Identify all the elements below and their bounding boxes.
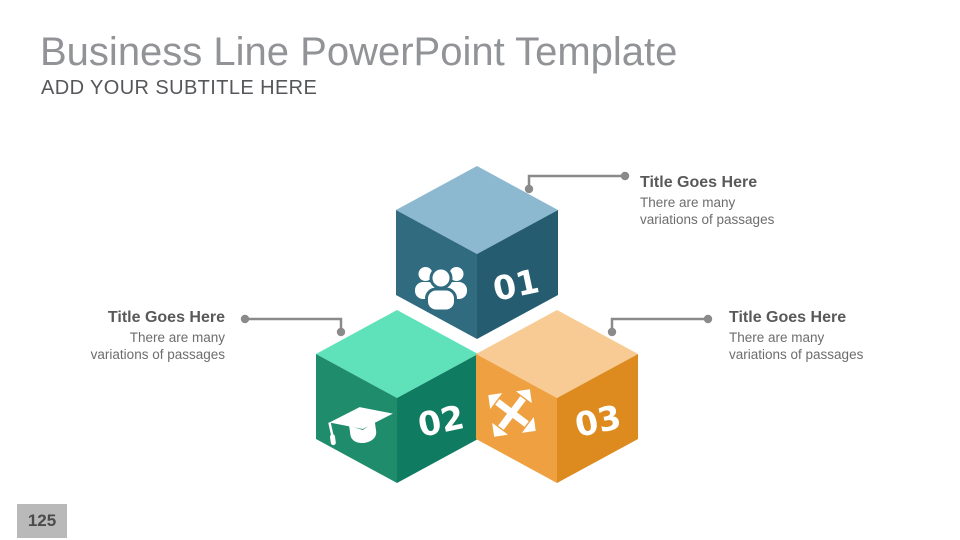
callout-01[interactable]: Title Goes Here There are many variation… <box>640 174 774 228</box>
callout-body: There are many variations of passages <box>729 330 863 363</box>
cube-01-right-face <box>477 210 558 339</box>
callout-body-line: There are many <box>729 330 825 345</box>
cube-01[interactable]: 01 <box>396 166 558 339</box>
callout-body-line: variations of passages <box>640 211 775 227</box>
connector-line <box>245 317 343 332</box>
slide-title[interactable]: Business Line PowerPoint Template <box>40 30 678 74</box>
connector-line <box>610 317 708 332</box>
connector-callout-1 <box>524 171 630 194</box>
connector-dot <box>607 327 617 337</box>
callout-body-line: There are many <box>640 195 736 210</box>
graduation-cap-icon <box>328 407 393 446</box>
cube-02-right-face <box>397 354 478 483</box>
callout-02[interactable]: Title Goes Here There are many variation… <box>20 309 225 363</box>
callout-title: Title Goes Here <box>729 309 847 326</box>
connector-dot <box>240 314 250 324</box>
cube-01-number: 01 <box>489 261 542 309</box>
callout-03[interactable]: Title Goes Here There are many variation… <box>729 309 863 363</box>
page-number-badge: 125 <box>17 504 67 538</box>
callout-title: Title Goes Here <box>107 309 225 326</box>
cube-03-right-face <box>557 354 638 483</box>
callout-body-line: variations of passages <box>729 346 864 362</box>
connector-callout-3 <box>607 314 713 337</box>
cube-03-number: 03 <box>571 397 624 445</box>
connector-dot <box>703 314 713 324</box>
connector-dot <box>620 171 630 181</box>
expand-arrows-icon <box>488 389 536 437</box>
users-icon <box>415 266 467 313</box>
connector-dot <box>336 327 346 337</box>
connector-line <box>527 174 625 189</box>
slide-subtitle[interactable]: ADD YOUR SUBTITLE HERE <box>41 77 318 99</box>
connector-callout-2 <box>240 314 346 337</box>
cube-03[interactable]: 03 <box>476 310 638 483</box>
cube-02-number: 02 <box>414 397 467 445</box>
callout-body: There are many variations of passages <box>20 330 225 363</box>
callout-body-line: variations of passages <box>90 346 225 362</box>
connector-dot <box>524 184 534 194</box>
callout-body-line: There are many <box>129 330 225 345</box>
callout-title: Title Goes Here <box>640 174 758 191</box>
cube-02[interactable]: 02 <box>316 310 478 483</box>
callout-body: There are many variations of passages <box>640 195 774 228</box>
